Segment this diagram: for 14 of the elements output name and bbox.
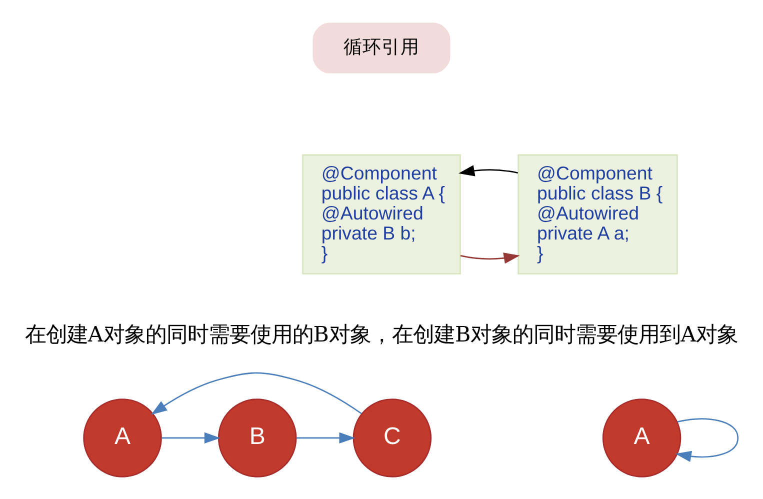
node-circle: A <box>83 398 162 477</box>
node-circle: B <box>218 398 297 477</box>
node-circle: A <box>602 398 682 477</box>
arrow <box>151 372 362 414</box>
label: 在创建A对象的同时需要使用的B对象，在创建B对象的同时需要使用到A对象 <box>24 322 738 348</box>
arrow <box>460 252 520 264</box>
arrow <box>162 432 220 444</box>
node-box: 循环引用 <box>312 22 450 73</box>
node-box: @Component public class A { @Autowired private B b; } <box>302 154 461 274</box>
node-box: @Component public class B { @Autowired private A a; } <box>518 154 678 274</box>
arrow <box>458 164 518 176</box>
arrow <box>675 418 739 462</box>
arrow <box>296 432 356 444</box>
node-circle: C <box>352 398 432 477</box>
